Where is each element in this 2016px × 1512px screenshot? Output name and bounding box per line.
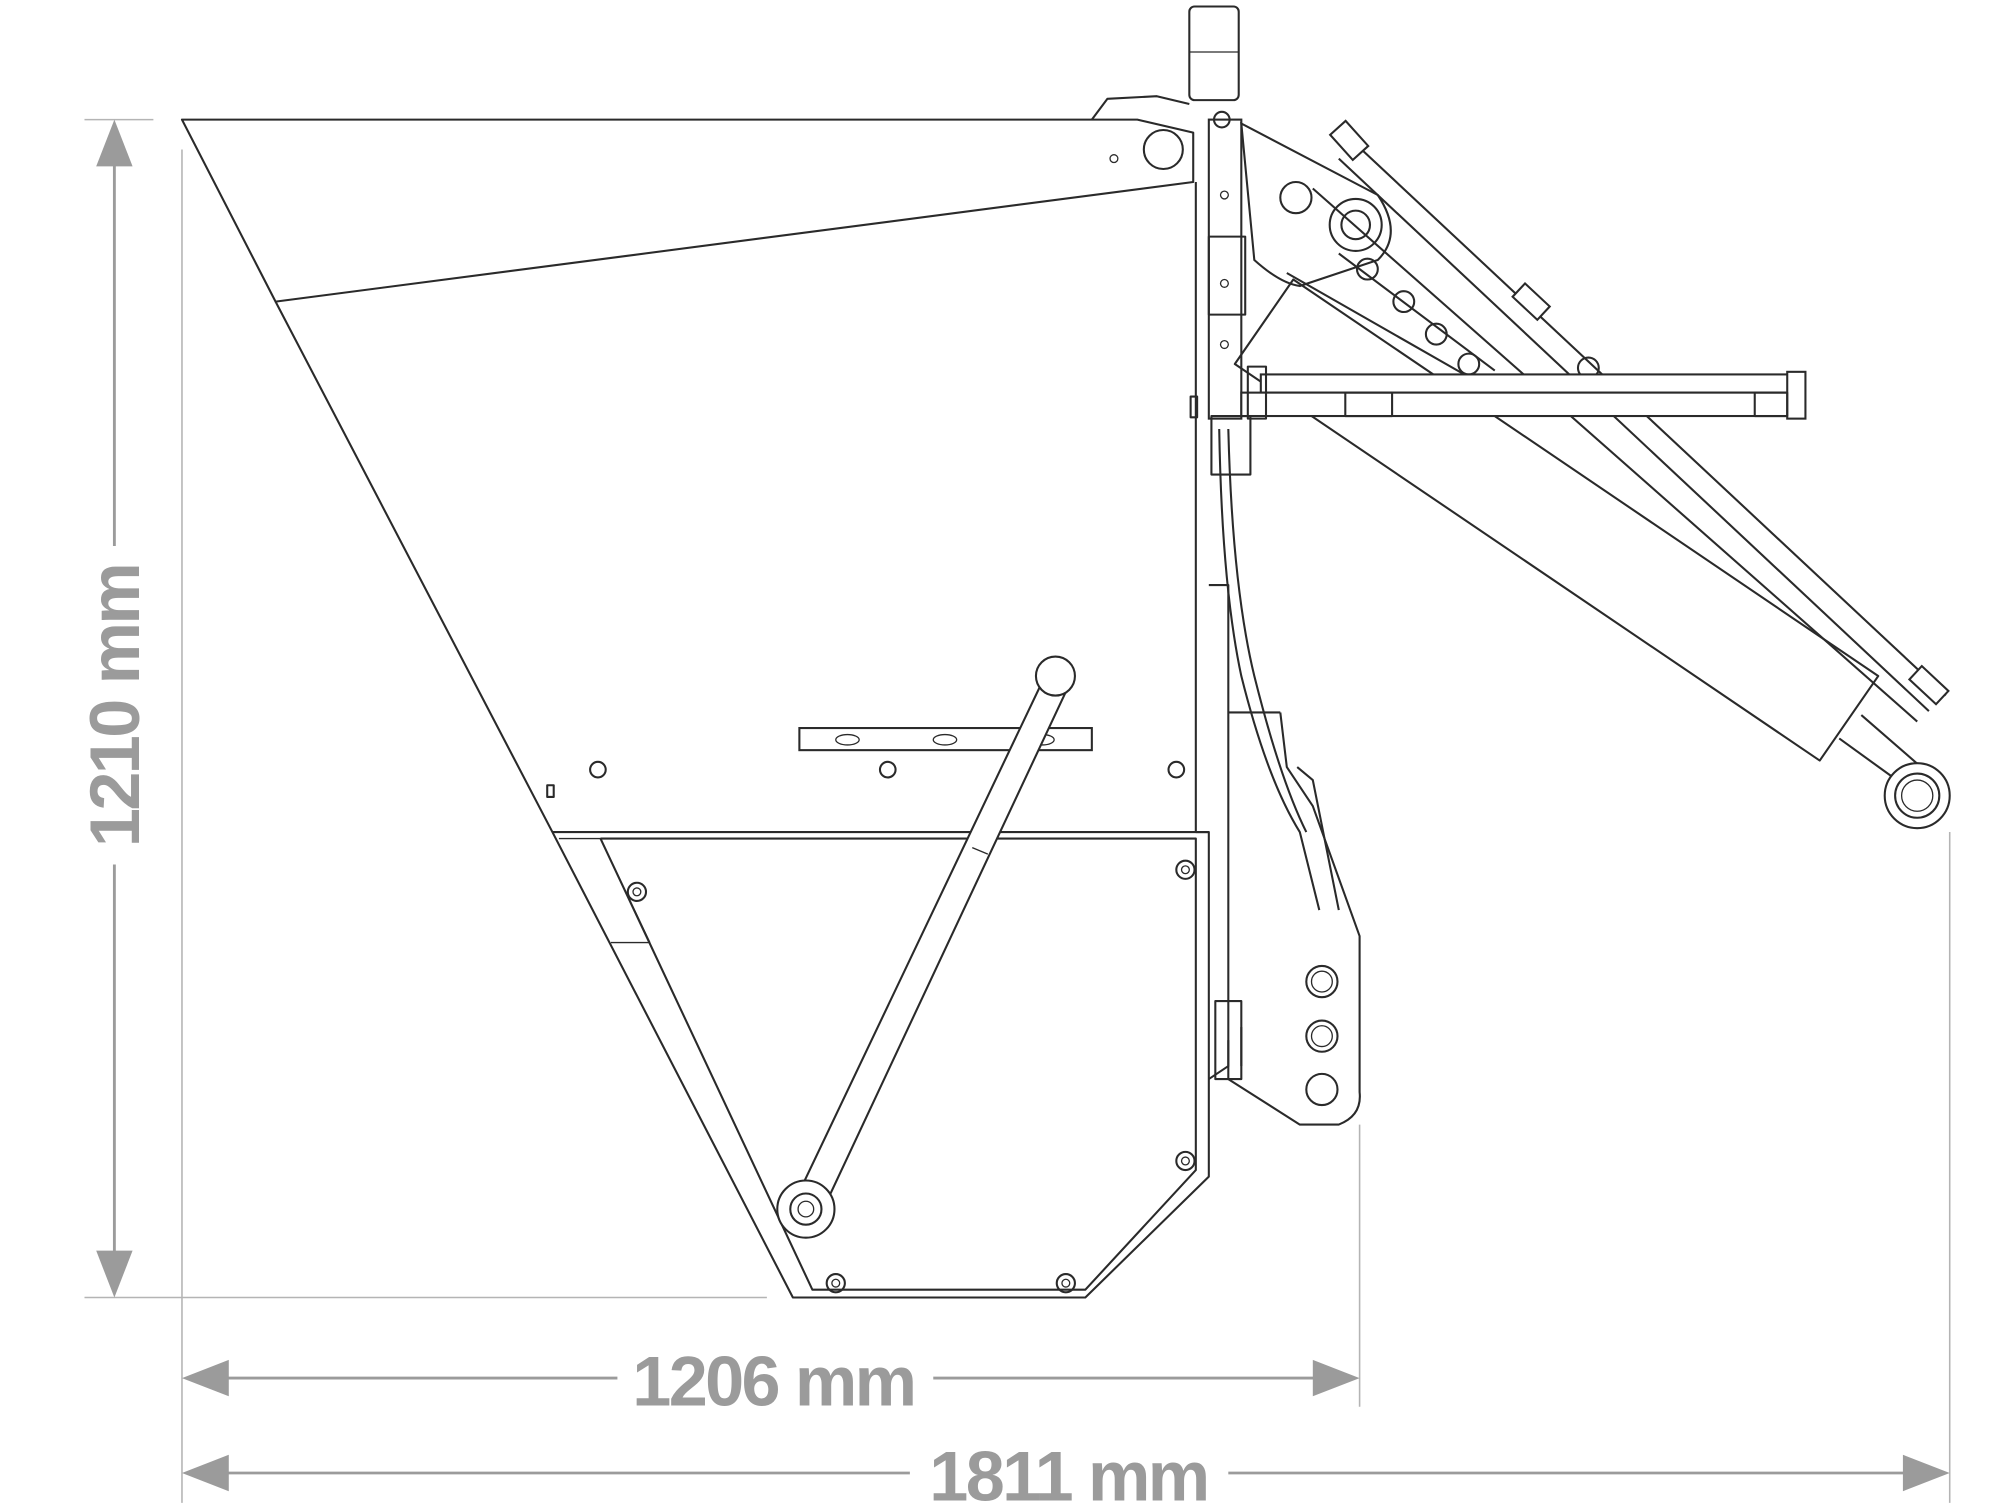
height-label: 1210 mm bbox=[75, 565, 154, 847]
arrow-right-icon bbox=[1312, 1359, 1360, 1397]
side-arm bbox=[1189, 365, 1807, 420]
lever-knob bbox=[1034, 655, 1076, 697]
arrow-left-icon bbox=[181, 1454, 229, 1492]
work-light bbox=[1188, 5, 1240, 102]
hopper-top-band bbox=[180, 118, 1195, 303]
arrow-left-icon bbox=[181, 1359, 229, 1397]
hitch-plate bbox=[1227, 712, 1361, 1126]
mast bbox=[1207, 118, 1243, 420]
hydraulic-hose bbox=[1218, 429, 1321, 911]
total-width-label: 1811 mm bbox=[929, 1436, 1207, 1512]
arrow-down-icon bbox=[96, 1250, 133, 1298]
arrow-up-icon bbox=[96, 119, 133, 167]
height-dimension: 1210 mm bbox=[75, 118, 767, 1299]
arrow-right-icon bbox=[1902, 1454, 1950, 1492]
spreader-machine bbox=[180, 5, 1951, 1299]
hydraulic-cylinder bbox=[1233, 278, 1951, 830]
body-width-label: 1206 mm bbox=[632, 1341, 914, 1420]
total-width-dimension: 1811 mm bbox=[181, 832, 1951, 1512]
rate-lever bbox=[776, 655, 1076, 1239]
top-link bbox=[1312, 119, 1950, 723]
body-width-dimension: 1206 mm bbox=[181, 149, 1361, 1503]
